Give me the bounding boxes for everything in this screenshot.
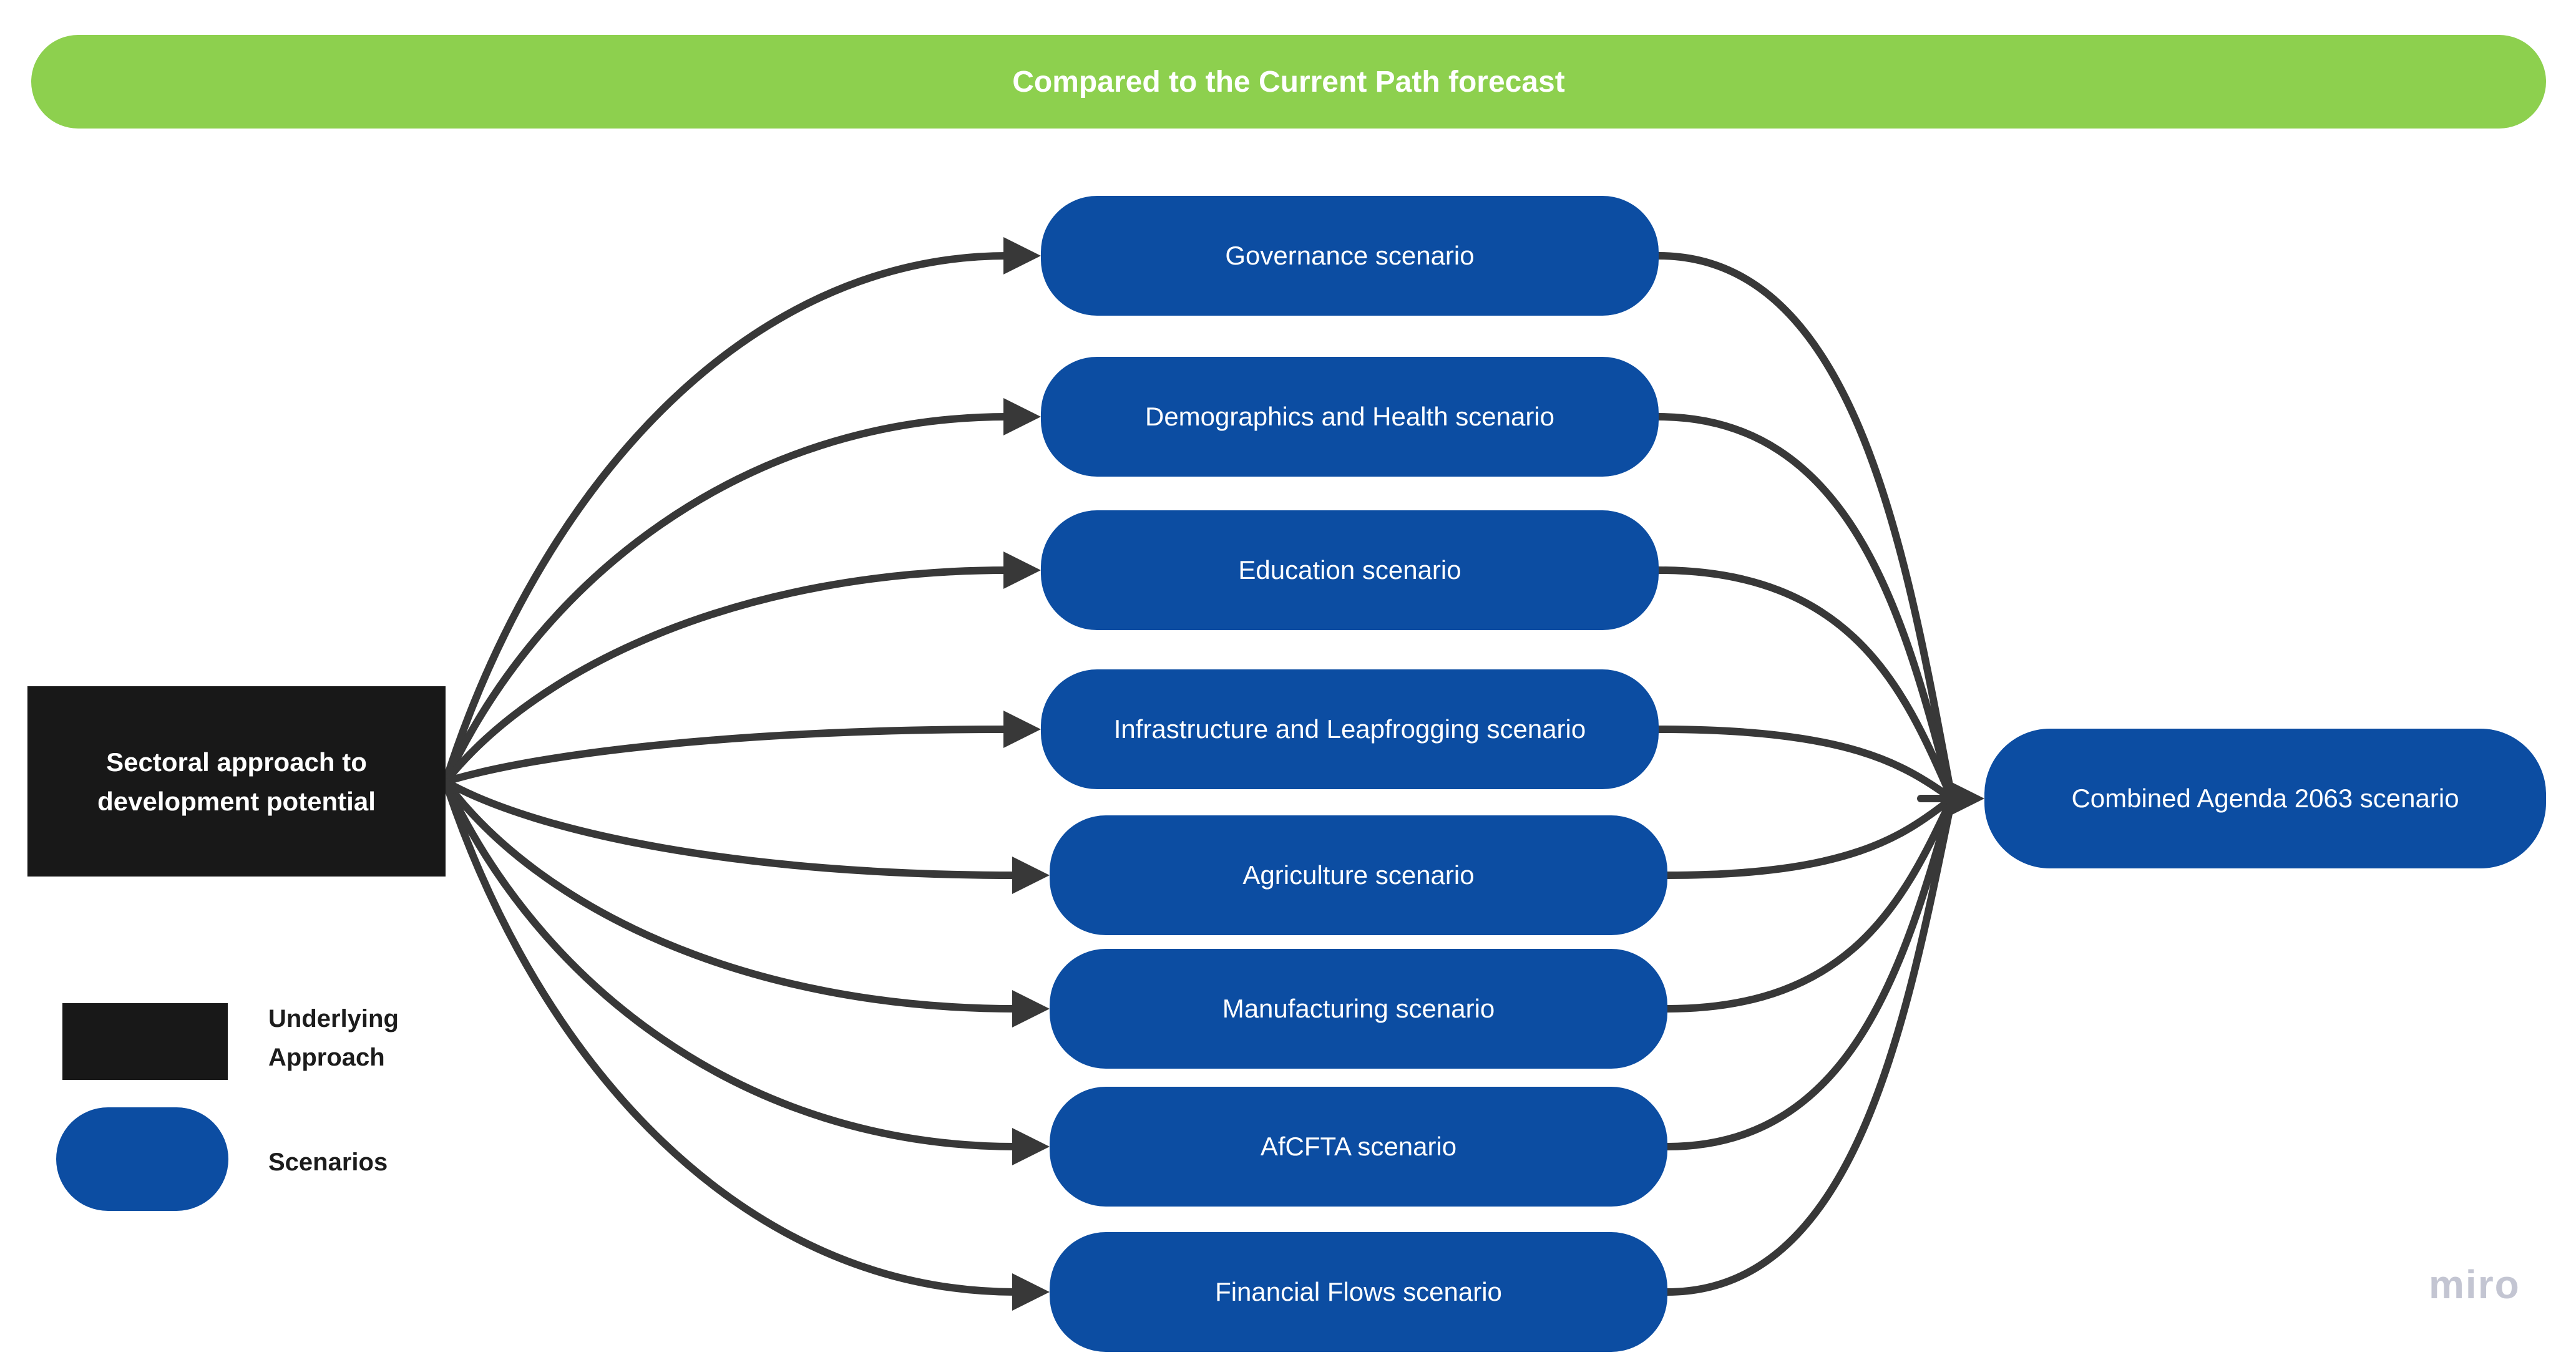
connector-path: [442, 778, 1050, 894]
scenario-label: Governance scenario: [1225, 241, 1475, 270]
connector-path: [442, 551, 1041, 785]
scenario-label: Manufacturing scenario: [1222, 994, 1495, 1023]
combined-scenario-node: Combined Agenda 2063 scenario: [1984, 729, 2546, 868]
legend-scenarios-swatch: [56, 1107, 228, 1211]
legend-scenarios-label: Scenarios: [268, 1149, 388, 1176]
connector-path: [1664, 795, 1956, 1013]
connector-path: [442, 237, 1041, 785]
scenario-label: Financial Flows scenario: [1215, 1277, 1502, 1306]
connector-path: [1655, 726, 1956, 802]
connector-path: [1664, 795, 1956, 1296]
underlying-approach-label: Sectoral approach to development potenti…: [97, 747, 376, 816]
miro-watermark: miro: [2429, 1262, 2520, 1307]
connector-path: [442, 778, 1050, 1165]
scenario-node: Agriculture scenario: [1050, 815, 1667, 935]
scenario-label: Infrastructure and Leapfrogging scenario: [1113, 714, 1586, 744]
connector-path: [1664, 795, 1956, 1150]
title-banner: Compared to the Current Path forecast: [31, 35, 2546, 129]
connector-path: [442, 398, 1041, 785]
underlying-approach-node: Sectoral approach to development potenti…: [27, 686, 446, 877]
scenario-label: Demographics and Health scenario: [1144, 402, 1555, 431]
scenario-node: AfCFTA scenario: [1050, 1087, 1667, 1207]
connector-path: [442, 778, 1050, 1027]
scenario-label: Education scenario: [1238, 555, 1461, 585]
legend-approach-label: Underlying Approach: [268, 1005, 399, 1071]
connector-path: [1655, 252, 1956, 802]
legend-approach-swatch: [62, 1003, 228, 1080]
connector-path: [442, 711, 1041, 785]
connector-path: [1664, 795, 1956, 879]
scenario-node: Financial Flows scenario: [1050, 1232, 1667, 1352]
scenario-node: Education scenario: [1041, 510, 1659, 630]
scenario-node: Demographics and Health scenario: [1041, 357, 1659, 477]
connector-path: [1655, 566, 1956, 802]
scenario-label: Agriculture scenario: [1242, 860, 1475, 890]
connector-path: [442, 778, 1050, 1311]
title-banner-label: Compared to the Current Path forecast: [1012, 65, 1565, 99]
scenario-node: Infrastructure and Leapfrogging scenario: [1041, 669, 1659, 789]
combined-scenario-label: Combined Agenda 2063 scenario: [2071, 784, 2459, 813]
scenario-node: Governance scenario: [1041, 196, 1659, 316]
connector-path: [1655, 413, 1956, 802]
scenario-label: AfCFTA scenario: [1260, 1132, 1457, 1161]
scenario-node: Manufacturing scenario: [1050, 949, 1667, 1069]
